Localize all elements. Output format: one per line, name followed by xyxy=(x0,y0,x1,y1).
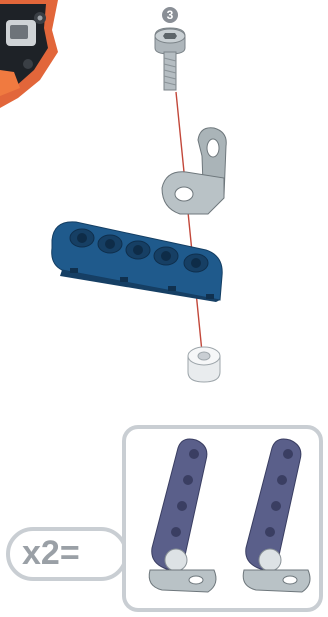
assembled-part-right-icon xyxy=(243,439,310,592)
assembled-part-left-icon xyxy=(149,439,216,592)
